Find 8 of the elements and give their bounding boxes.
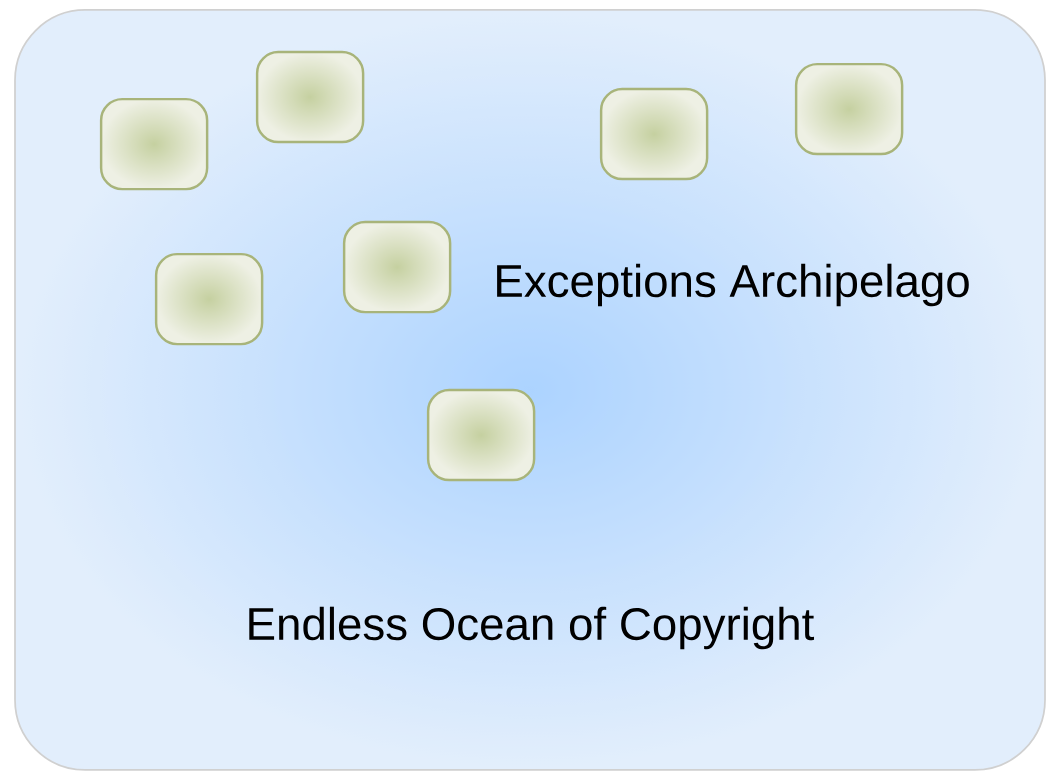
island-box: [255, 50, 365, 144]
island-box: [599, 87, 709, 181]
island-box: [154, 252, 264, 346]
island-box: [426, 388, 536, 482]
island-box: [342, 220, 452, 314]
island-box: [99, 97, 209, 191]
island-box: [794, 62, 904, 156]
region-label: Exceptions Archipelago: [497, 263, 969, 307]
